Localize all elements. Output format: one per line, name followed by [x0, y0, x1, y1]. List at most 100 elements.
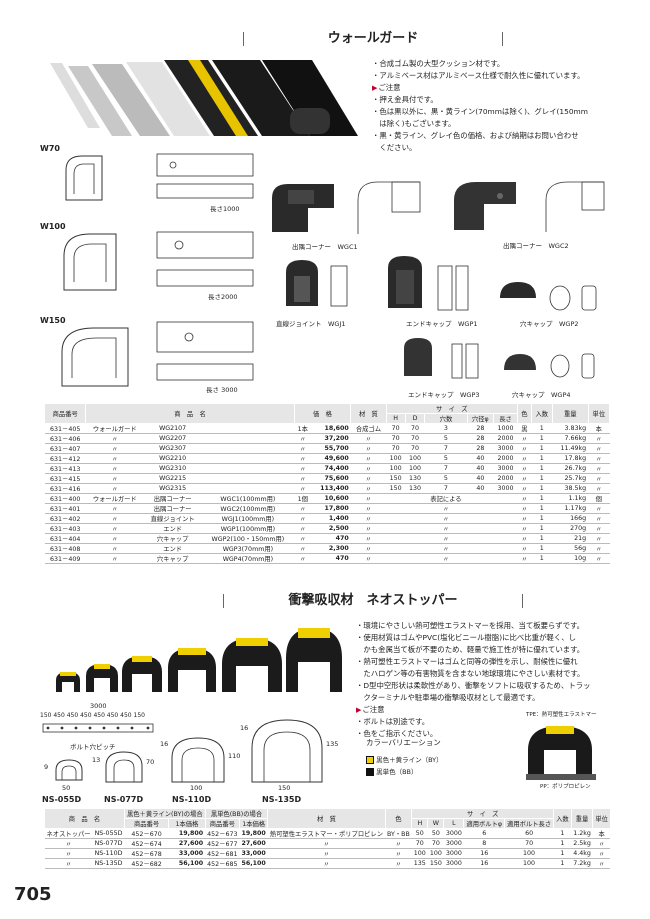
table-cell: 10,600	[311, 493, 351, 504]
drawing-w70-plan	[156, 153, 254, 199]
ns-th-qty: 入数	[553, 808, 572, 829]
table-cell: BY・BB	[385, 828, 412, 839]
table-cell: 〃	[294, 443, 312, 454]
th-size: サ イ ズ	[385, 403, 519, 414]
table-cell: 4.4kg	[571, 848, 593, 859]
table-cell	[386, 543, 406, 554]
table-cell: 〃	[267, 838, 386, 849]
model-ns077d: NS-077D	[104, 795, 144, 804]
wgp4-photo	[504, 354, 536, 370]
table-cell: 3	[424, 423, 468, 434]
table-cell: 631－405	[44, 423, 86, 434]
table-cell: 〃	[517, 463, 532, 474]
color-by: 黒色＋黄ライン（BY）	[366, 754, 443, 764]
table-cell: 6	[463, 828, 505, 839]
th-material: 材 質	[350, 403, 387, 424]
table-cell: WG2310	[143, 463, 202, 474]
wgp2-drawing	[549, 285, 597, 311]
table-cell: 452－682	[124, 858, 169, 869]
table-cell: 100	[411, 848, 428, 859]
ns-th-by: 黒色＋黄ライン(BY)の場合	[123, 808, 206, 819]
table-cell: 21g	[552, 533, 589, 544]
table-cell	[405, 493, 425, 504]
th-unit: 単位	[587, 403, 611, 424]
wall-guard-photo	[50, 60, 358, 136]
table-cell	[493, 503, 518, 514]
table-cell: 100	[504, 848, 554, 859]
page-number: 705	[14, 884, 52, 905]
table-cell: 631－413	[44, 463, 86, 474]
ns-th-bb: 黒単色(BB)の場合	[204, 808, 269, 819]
table-cell	[201, 453, 295, 464]
neo-stopper-title: 衝撃吸収材 ネオストッパー	[223, 590, 523, 612]
table-cell: 1	[531, 523, 553, 534]
table-cell: 5	[424, 433, 468, 444]
wgp3-photo	[404, 338, 432, 376]
table-cell: 〃	[350, 463, 386, 474]
table-cell: 40	[467, 483, 494, 494]
table-cell: NS-055D	[92, 828, 125, 839]
table-cell: 3000	[493, 463, 518, 474]
table-cell: 〃	[267, 848, 386, 859]
table-cell: 〃	[44, 838, 93, 849]
table-cell: 〃	[517, 473, 532, 484]
table-cell: 1本	[294, 423, 312, 434]
table-cell: 〃	[517, 443, 532, 454]
ns-th-material: 材 質	[267, 808, 386, 829]
table-cell: 〃	[85, 463, 144, 474]
table-cell: 〃	[517, 533, 532, 544]
wgp3-label: エンドキャップ WGP3	[408, 391, 480, 399]
table-cell: 〃	[350, 433, 386, 444]
table-cell: 〃	[385, 838, 412, 849]
table-cell: 40	[467, 473, 494, 484]
table-cell: 〃	[588, 433, 610, 444]
ns-th-unit: 単位	[592, 808, 611, 829]
table-cell: 〃	[294, 553, 312, 564]
table-cell	[467, 503, 494, 514]
table-cell: 11.49kg	[552, 443, 589, 454]
table-cell: 〃	[294, 503, 312, 514]
table-cell: 70	[405, 423, 425, 434]
table-cell: WGJ1(100mm用)	[201, 513, 295, 524]
table-cell: 28	[467, 443, 494, 454]
table-cell: 〃	[517, 433, 532, 444]
table-cell: 〃	[588, 473, 610, 484]
table-cell: 55,700	[311, 443, 351, 454]
table-cell: 〃	[85, 523, 144, 534]
table-cell: 2,500	[311, 523, 351, 534]
wgp3-drawing	[451, 343, 479, 379]
table-cell: 〃	[350, 533, 386, 544]
table-cell: 631－401	[44, 503, 86, 514]
dim-9: 9	[44, 763, 49, 771]
table-cell: 本	[592, 828, 611, 839]
table-cell	[386, 493, 406, 504]
table-cell: WG2210	[143, 453, 202, 464]
table-cell: 熱可塑性エラストマー・ポリプロピレン	[267, 828, 386, 839]
wgp1-drawing	[437, 265, 469, 311]
table-cell: 〃	[294, 463, 312, 474]
table-cell	[201, 483, 295, 494]
wall-guard-title: ウォールガード	[243, 28, 503, 50]
table-cell: 40	[467, 463, 494, 474]
wgc1-drawing	[357, 181, 421, 234]
table-cell: 〃	[424, 513, 468, 524]
table-cell: 2000	[493, 453, 518, 464]
table-cell: 135	[411, 858, 428, 869]
table-cell: 〃	[517, 493, 532, 504]
table-cell: 452－670	[124, 828, 169, 839]
table-cell: 〃	[267, 858, 386, 869]
table-cell: 1	[531, 503, 553, 514]
wgc1-label: 出隅コーナー WGC1	[292, 243, 358, 251]
model-ns135d: NS-135D	[262, 795, 302, 804]
table-cell	[493, 493, 518, 504]
drawing-w150-section	[61, 327, 129, 387]
table-cell: 100	[405, 453, 425, 464]
table-cell: 出隅コーナー	[143, 493, 202, 504]
table-cell: 〃	[517, 513, 532, 524]
table-cell: 1	[531, 543, 553, 554]
table-cell: 2.5kg	[571, 838, 593, 849]
neo-stopper-bullets: ・環境にやさしい熱可塑性エラストマーを採用、当て板要らずです。 ・使用材質はゴム…	[356, 620, 591, 740]
